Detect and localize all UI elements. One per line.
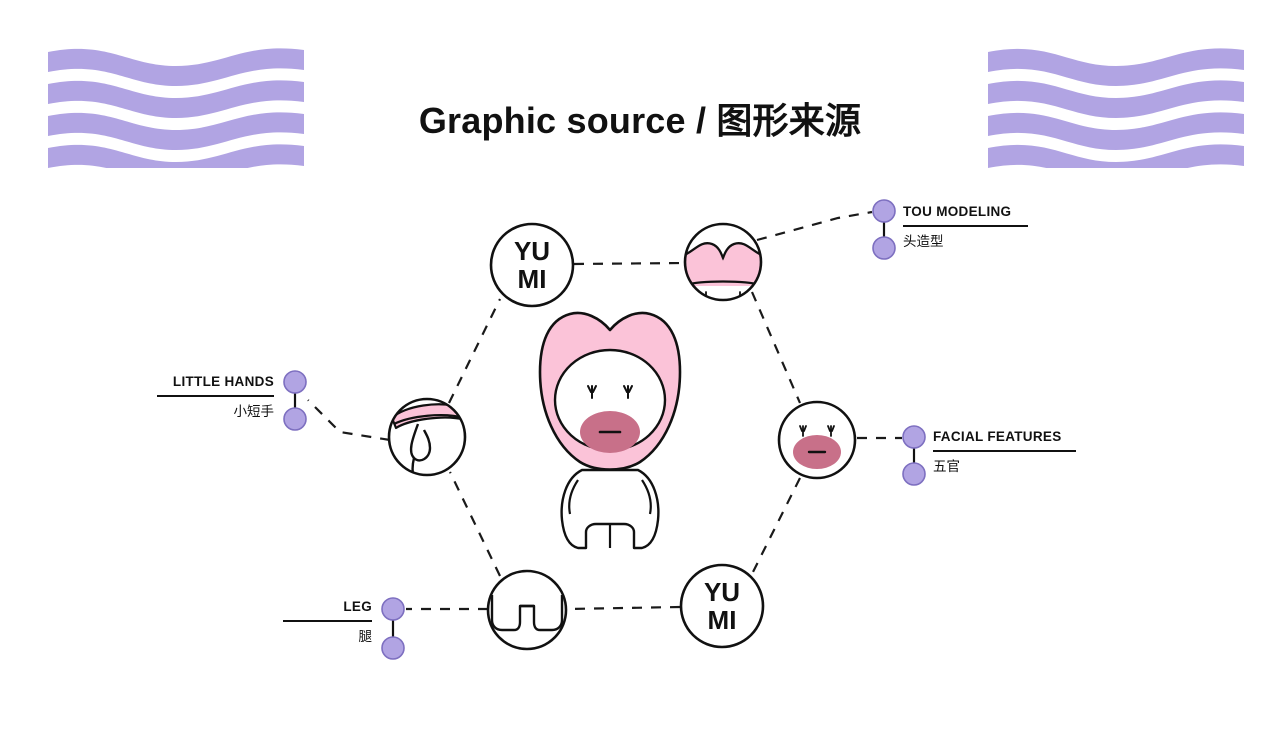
- little-hands-icon: [390, 403, 465, 475]
- node-circle-outline: [387, 397, 467, 477]
- hood-shape-top-line: [685, 242, 761, 261]
- page-title-zh: 图形来源: [716, 100, 862, 141]
- connector-yumibottom-leg: [566, 605, 681, 611]
- wavy-lines-left: [48, 48, 304, 168]
- callout-leg[interactable]: LEG 腿: [283, 598, 372, 645]
- node-head-modeling[interactable]: [682, 222, 764, 302]
- callout-rule: [903, 225, 1028, 227]
- callout-dots: [283, 199, 926, 660]
- leader-lines: [307, 210, 902, 611]
- connector-yumitop-head: [573, 261, 685, 266]
- page-title: Graphic source / 图形来源: [0, 92, 1280, 144]
- connector-leg-hands: [449, 471, 501, 577]
- yumi-logo-line1: YU: [704, 577, 740, 607]
- yumi-logo-line1: YU: [514, 236, 550, 266]
- callout-facial-features[interactable]: FACIAL FEATURES 五官: [933, 428, 1076, 475]
- wavy-lines-right: [988, 48, 1244, 168]
- node-leg[interactable]: [486, 569, 568, 651]
- page-title-separator: /: [695, 100, 707, 141]
- callout-rule: [933, 450, 1076, 452]
- callout-label-zh: 五官: [933, 459, 960, 474]
- node-circle: [489, 222, 575, 308]
- callout-dot-facial-bottom[interactable]: [902, 462, 926, 486]
- connector-lines: [448, 261, 802, 611]
- callout-label-zh: 小短手: [233, 404, 275, 419]
- callout-label-en: LEG: [343, 599, 372, 614]
- callout-dot-hands-top[interactable]: [283, 370, 307, 394]
- body-line: [411, 457, 416, 475]
- mascot-arm-right: [641, 479, 652, 515]
- connector-facial-yumibottom: [752, 477, 801, 573]
- leader-head-to-callout: [756, 210, 873, 242]
- connector-head-facial: [750, 291, 802, 404]
- callout-label-en: FACIAL FEATURES: [933, 429, 1062, 444]
- yumi-mascot: [538, 311, 682, 550]
- callout-label-zh: 头造型: [903, 234, 944, 249]
- mascot-body: [560, 468, 660, 550]
- node-circle: [679, 563, 765, 649]
- node-circle-outline: [486, 569, 568, 651]
- callout-tou-modeling[interactable]: TOU MODELING 头造型: [903, 203, 1028, 250]
- callout-label-en: LITTLE HANDS: [172, 374, 274, 389]
- leader-hands-to-callout: [307, 399, 391, 442]
- node-yumi-bottom[interactable]: YU MI: [679, 563, 765, 649]
- callout-little-hands[interactable]: LITTLE HANDS 小短手: [157, 373, 274, 420]
- node-little-hands[interactable]: [387, 397, 467, 478]
- leg-icon: [490, 595, 564, 632]
- node-facial-features[interactable]: [777, 400, 857, 480]
- hood-shape-fill: [685, 243, 761, 286]
- callout-label-zh: 腿: [358, 629, 373, 644]
- page-title-en: Graphic source: [418, 100, 686, 141]
- callout-label-en: TOU MODELING: [903, 204, 1012, 219]
- callout-dot-tou-bottom[interactable]: [872, 236, 896, 260]
- callout-dot-tou-top[interactable]: [872, 199, 896, 223]
- arm-shape: [409, 423, 432, 462]
- mascot-arm-left: [568, 479, 579, 515]
- callout-rule: [283, 620, 372, 622]
- icon-eyes: [799, 425, 835, 437]
- callout-dot-facial-top[interactable]: [902, 425, 926, 449]
- node-circle-outline: [683, 222, 763, 302]
- callout-dot-hands-bottom[interactable]: [283, 407, 307, 431]
- yumi-logo-line2: MI: [708, 605, 737, 635]
- yumi-logo-line2: MI: [518, 264, 547, 294]
- mascot-eyes: [587, 385, 633, 399]
- callout-dot-leg-top[interactable]: [381, 597, 405, 621]
- callout-dot-leg-bottom[interactable]: [381, 636, 405, 660]
- node-yumi-top[interactable]: YU MI: [489, 222, 575, 308]
- connector-hands-yumitop: [448, 298, 501, 404]
- facial-features-icon: [793, 425, 841, 469]
- callout-rule: [157, 395, 274, 397]
